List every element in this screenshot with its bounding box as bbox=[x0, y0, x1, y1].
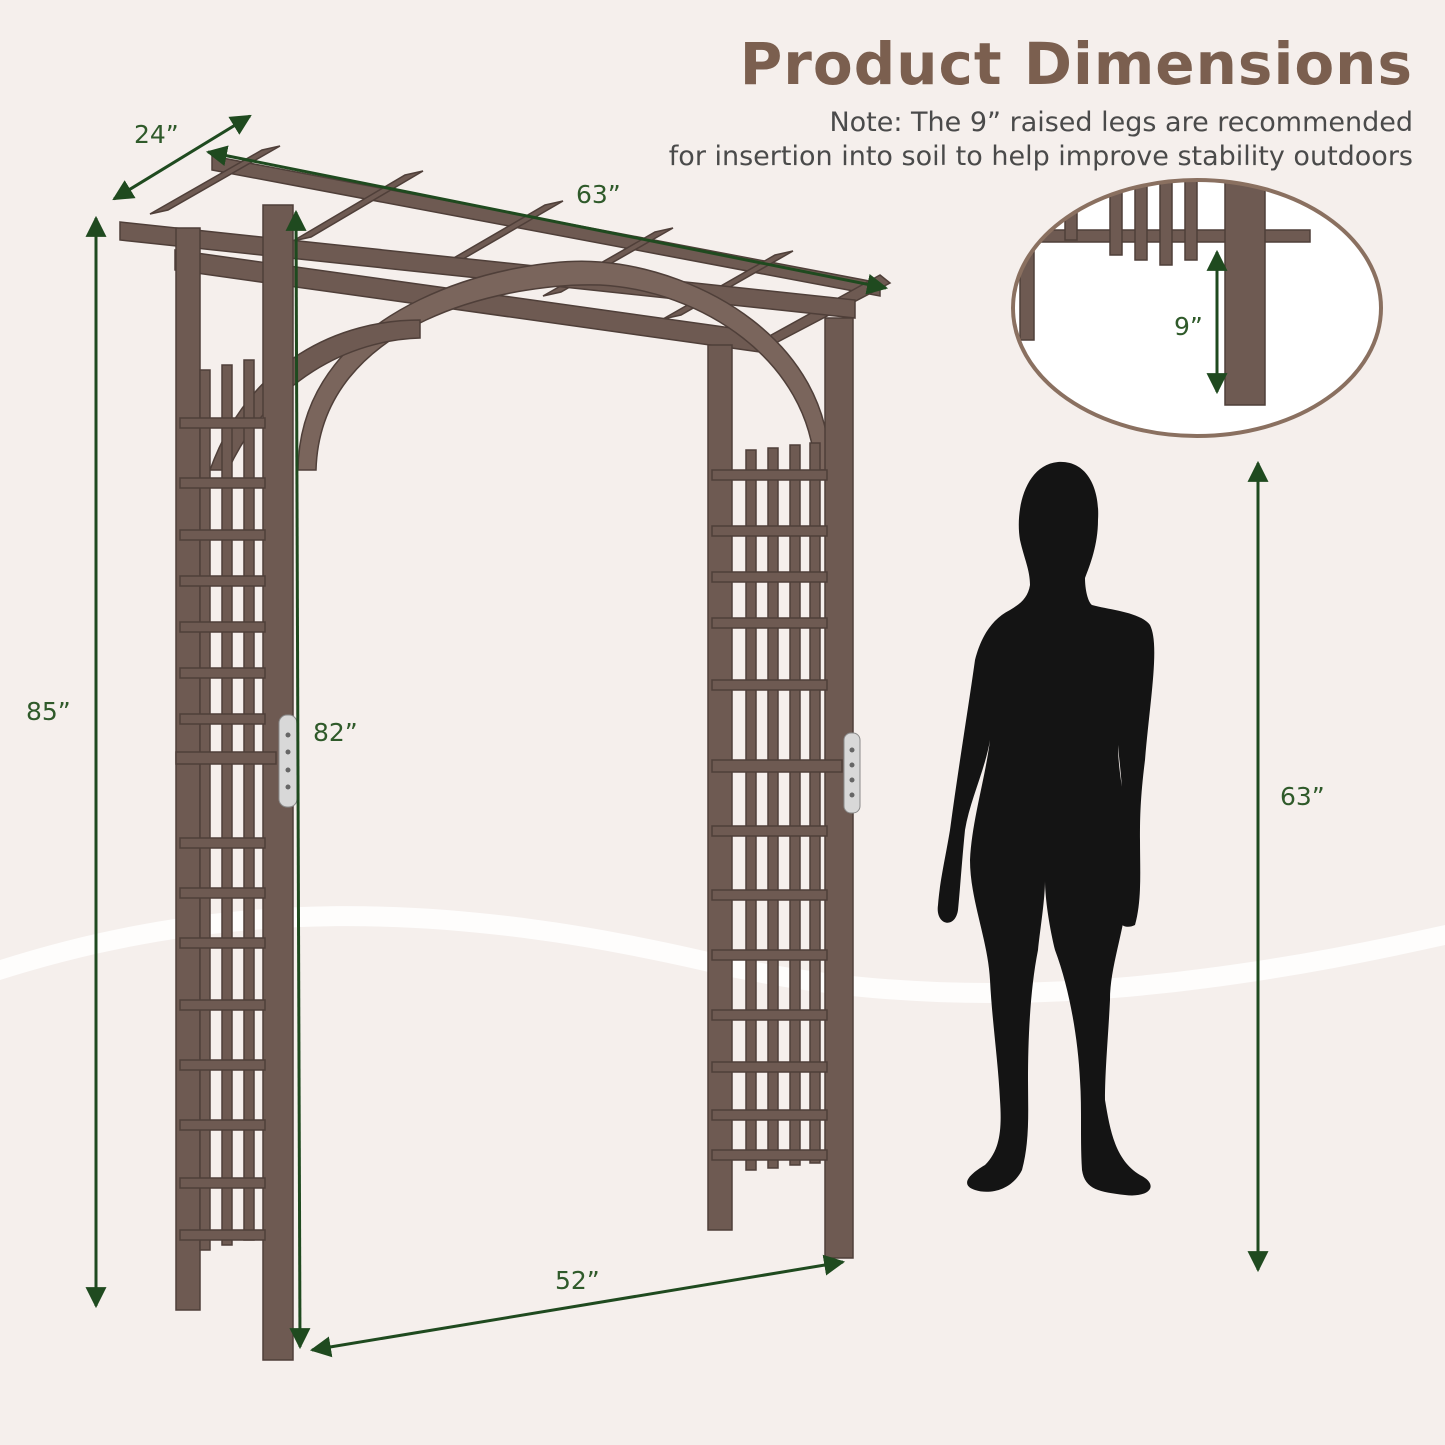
leg-detail-callout bbox=[1011, 178, 1383, 438]
depth-arrow bbox=[112, 114, 252, 201]
leg-insert-label: 9” bbox=[1174, 312, 1203, 341]
top-width-label: 63” bbox=[576, 180, 621, 209]
note-line-1: Note: The 9” raised legs are recommended bbox=[829, 107, 1413, 138]
inner-height-label: 82” bbox=[313, 718, 358, 747]
depth-label: 24” bbox=[134, 120, 179, 149]
inner-width-arrow bbox=[309, 1254, 846, 1358]
installation-note: Note: The 9” raised legs are recommended… bbox=[669, 106, 1413, 174]
total-height-label: 85” bbox=[26, 697, 71, 726]
garden-arbor bbox=[119, 145, 892, 1361]
inner-height-arrow bbox=[285, 209, 311, 1350]
page-title: Product Dimensions bbox=[739, 30, 1413, 98]
top-width-arrow bbox=[205, 145, 889, 295]
inner-width-label: 52” bbox=[555, 1266, 600, 1295]
note-line-2: for insertion into soil to help improve … bbox=[668, 141, 1413, 172]
left-trellis-panel bbox=[175, 204, 294, 1361]
person-height-label: 63” bbox=[1280, 782, 1325, 811]
dimension-arrows bbox=[85, 114, 1269, 1358]
right-trellis-panel bbox=[707, 317, 854, 1259]
person-silhouette-icon bbox=[937, 461, 1155, 1196]
